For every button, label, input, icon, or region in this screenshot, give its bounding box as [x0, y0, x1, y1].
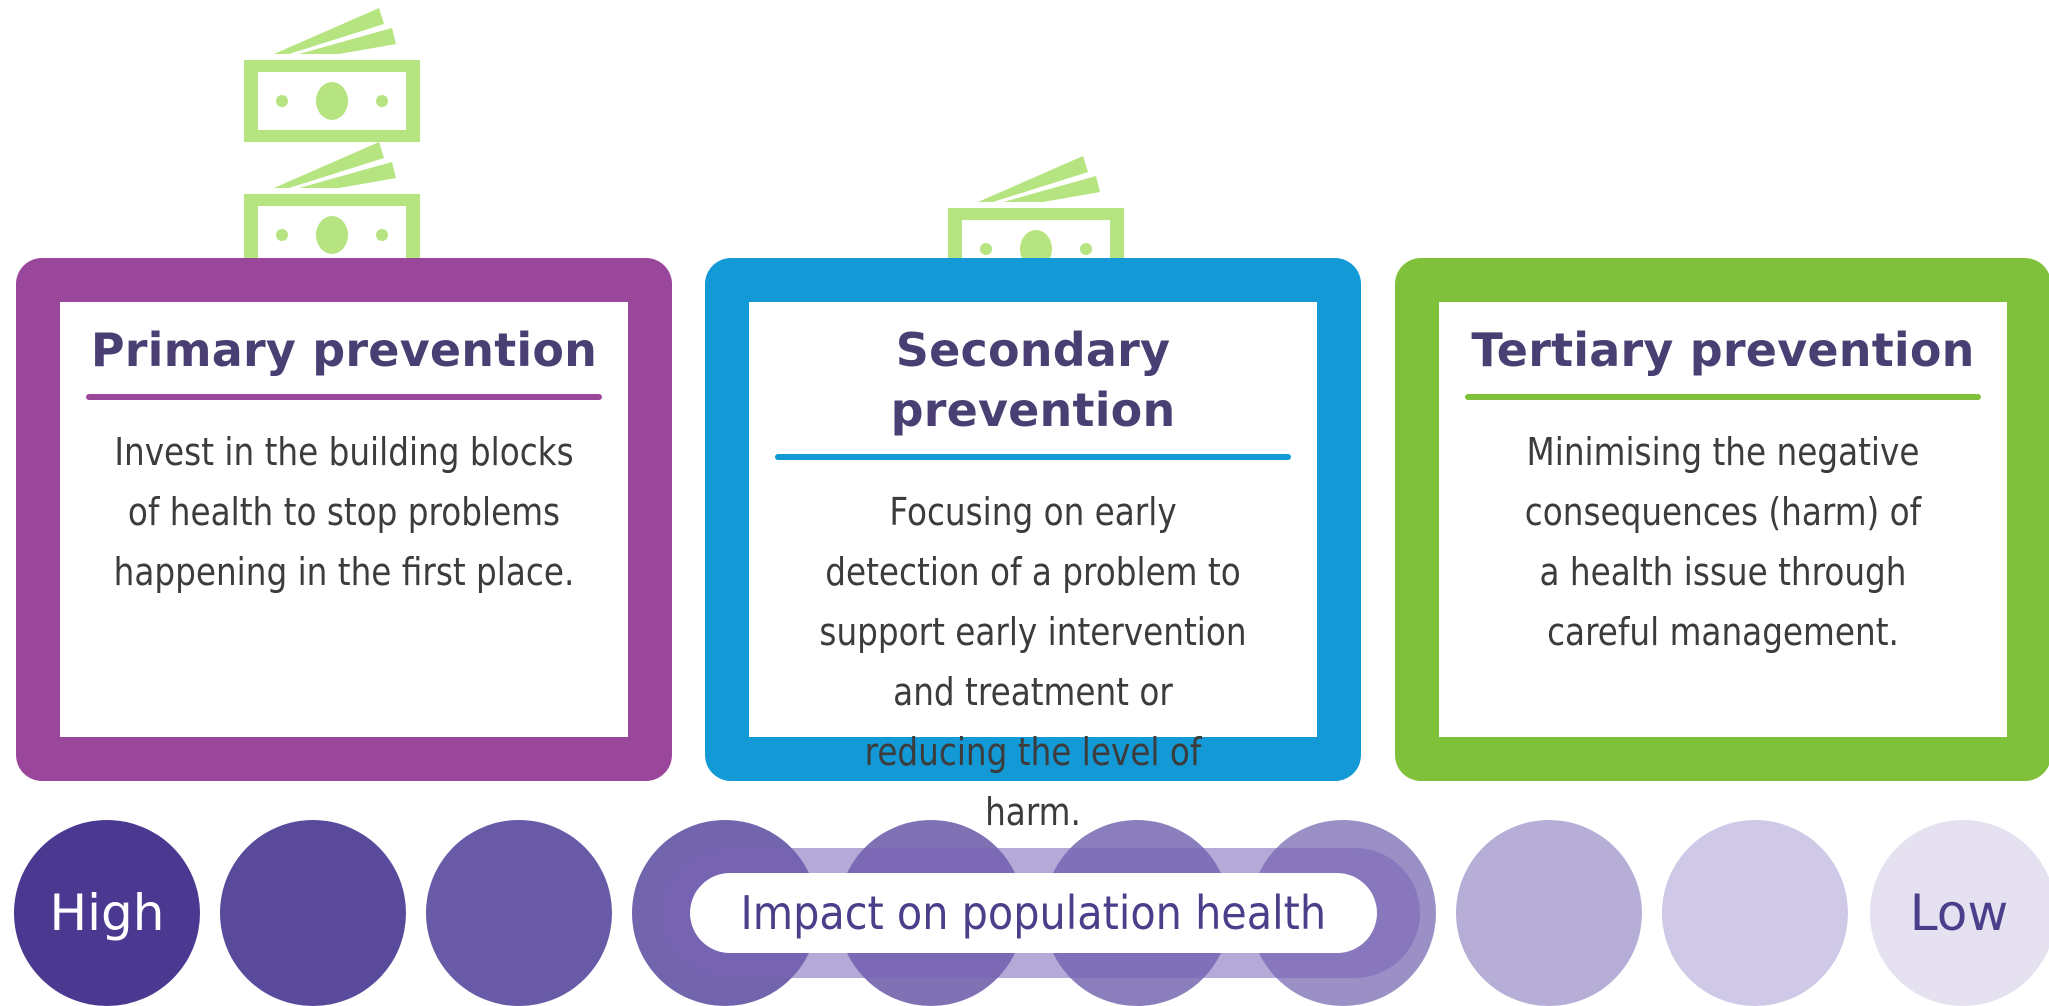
money-stack-icon — [244, 8, 420, 142]
title-underline — [86, 394, 602, 400]
card-description: Focusing on early detection of a problem… — [819, 490, 1247, 834]
tertiary-prevention-card: Tertiary prevention Minimising the negat… — [1395, 258, 2049, 781]
scale-circle — [1662, 820, 1848, 1006]
impact-caption-text: Impact on population health — [740, 886, 1327, 940]
scale-circle — [1456, 820, 1642, 1006]
scale-circle — [426, 820, 612, 1006]
card-title: Primary prevention — [90, 323, 598, 377]
card-description: Minimising the negative consequences (ha… — [1524, 430, 1922, 654]
card-description: Invest in the building blocks of health … — [113, 430, 575, 594]
scale-circle — [14, 820, 200, 1006]
title-underline — [1465, 394, 1981, 400]
card-body: Primary prevention Invest in the buildin… — [60, 302, 628, 737]
card-title: Tertiary prevention — [1471, 323, 1975, 377]
low-label: Low — [1909, 884, 2009, 942]
title-underline — [775, 454, 1291, 460]
secondary-prevention-card: Secondary prevention Focusing on early d… — [705, 258, 1361, 834]
card-body: Tertiary prevention Minimising the negat… — [1439, 302, 2007, 737]
impact-caption: Impact on population health — [690, 873, 1377, 953]
card-body: Secondary prevention Focusing on early d… — [749, 302, 1317, 834]
primary-prevention-card: Primary prevention Invest in the buildin… — [16, 258, 672, 781]
high-label: High — [49, 884, 165, 942]
scale-circle — [1870, 820, 2049, 1006]
money-stack-icon — [244, 142, 420, 276]
card-title: Secondary prevention — [890, 323, 1176, 437]
scale-circle — [220, 820, 406, 1006]
